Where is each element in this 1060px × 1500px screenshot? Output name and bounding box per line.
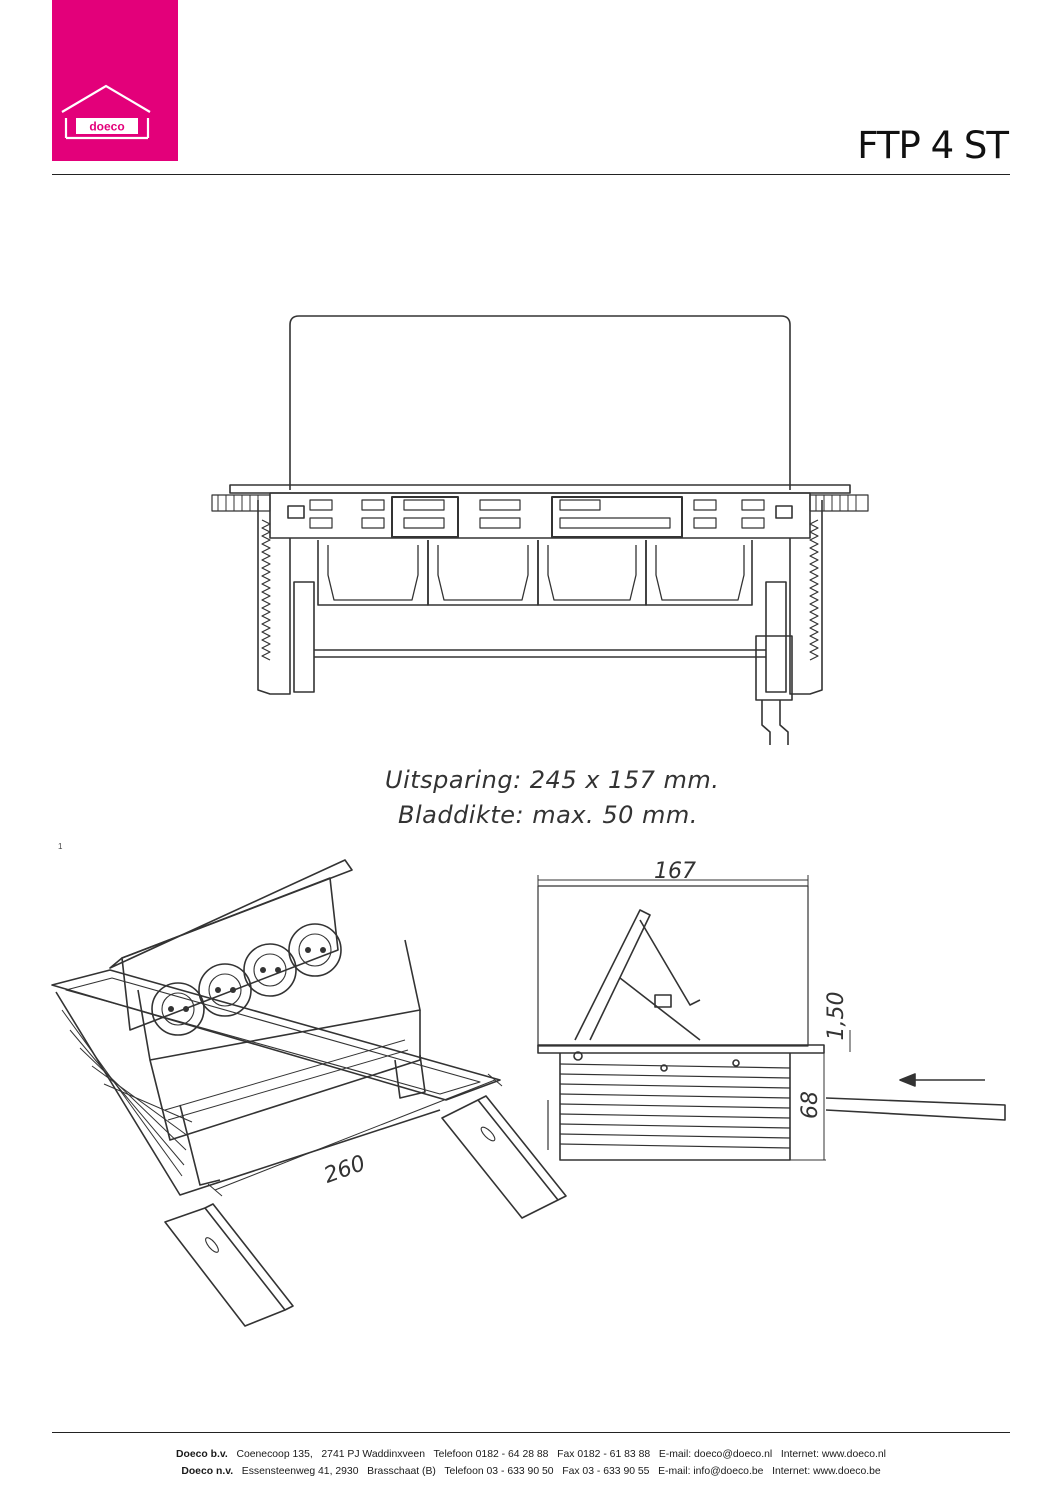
- footer-be: Doeco n.v. Essensteenweg 41, 2930 Brassc…: [52, 1466, 1010, 1477]
- footer-be-city: Brasschaat (B): [367, 1466, 436, 1477]
- footer-be-web[interactable]: Internet: www.doeco.be: [772, 1466, 881, 1477]
- footer-be-company: Doeco n.v.: [181, 1466, 234, 1477]
- header-divider: [52, 174, 1010, 175]
- footer-nl-web[interactable]: Internet: www.doeco.nl: [780, 1449, 886, 1460]
- thickness-spec: Bladdikte: max. 50 mm.: [398, 801, 698, 829]
- front-view-drawing: [211, 315, 869, 745]
- isometric-view-drawing: [51, 859, 567, 1327]
- footer-divider: [52, 1432, 1010, 1433]
- footer-be-email[interactable]: E-mail: info@doeco.be: [658, 1466, 764, 1477]
- footer-nl-phone: Telefoon 0182 - 64 28 88: [433, 1449, 549, 1460]
- footer-nl-city: 2741 PJ Waddinxveen: [321, 1449, 425, 1460]
- footer-nl-email[interactable]: E-mail: doeco@doeco.nl: [658, 1449, 773, 1460]
- dimension-lid: 1,50: [824, 992, 849, 1041]
- side-view-drawing: [537, 875, 1006, 1161]
- page-mark: 1: [58, 842, 63, 851]
- product-code: FTP 4 ST: [857, 124, 1009, 167]
- logo-text: doeco: [89, 120, 124, 134]
- footer-nl-address: Coenecoop 135,: [236, 1449, 313, 1460]
- footer-be-phone: Telefoon 03 - 633 90 50: [444, 1466, 554, 1477]
- footer-be-address: Essensteenweg 41, 2930: [241, 1466, 359, 1477]
- house-logo-icon: doeco: [61, 84, 151, 140]
- dimension-width: 167: [654, 859, 696, 884]
- footer-nl-company: Doeco b.v.: [176, 1449, 228, 1460]
- dimension-length: 260: [321, 1151, 369, 1189]
- brand-logo: doeco: [52, 0, 178, 161]
- footer-be-fax: Fax 03 - 633 90 55: [562, 1466, 650, 1477]
- footer-nl: Doeco b.v. Coenecoop 135, 2741 PJ Waddin…: [52, 1449, 1010, 1460]
- dimension-height: 68: [798, 1091, 823, 1119]
- footer-nl-fax: Fax 0182 - 61 83 88: [557, 1449, 651, 1460]
- cutout-spec: Uitsparing: 245 x 157 mm.: [385, 766, 720, 794]
